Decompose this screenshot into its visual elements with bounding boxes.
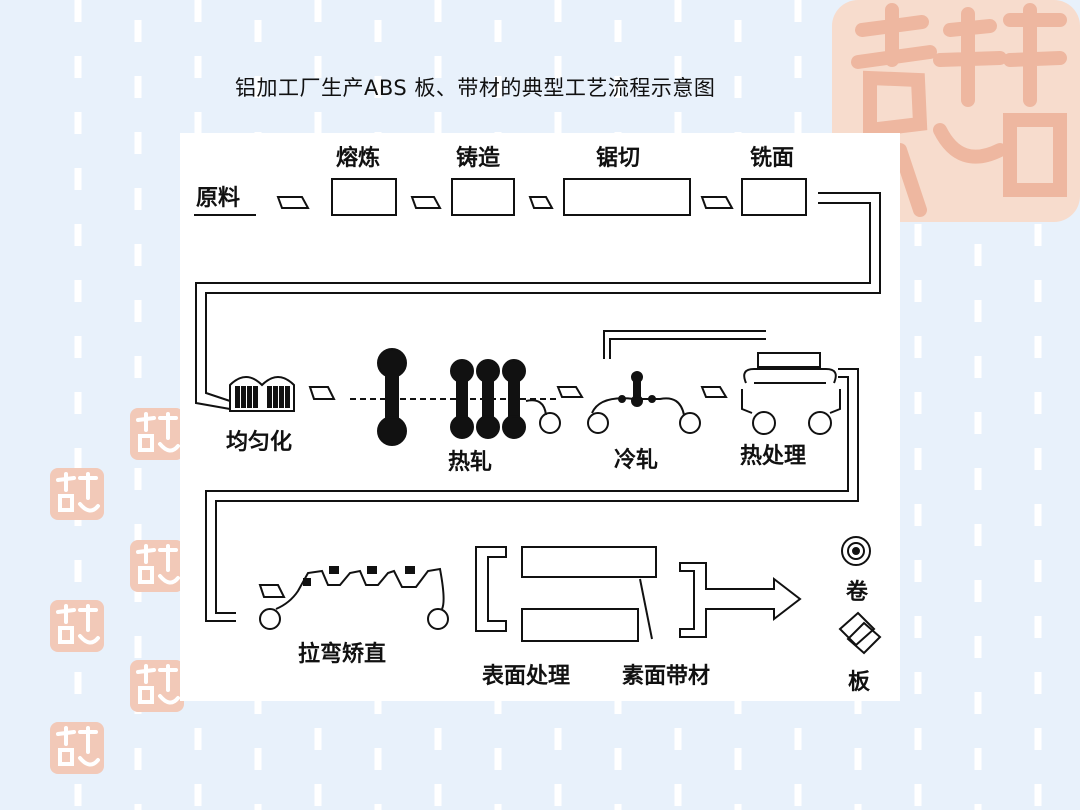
surface-treatment-pointer xyxy=(639,578,653,640)
milling-box xyxy=(741,178,807,216)
cold-rolling-mill-icon xyxy=(587,371,701,434)
label-casting: 铸造 xyxy=(456,145,500,171)
label-sawing: 锯切 xyxy=(596,145,640,171)
output-arrow xyxy=(679,562,802,638)
arrow-sawing-to-milling xyxy=(700,196,734,209)
homogenizing-furnace-icon xyxy=(229,376,295,412)
arrow-hotrolling-to-coldrolling xyxy=(556,386,584,398)
flow-connector-row2-row3 xyxy=(205,368,859,622)
hot-rolling-coiler xyxy=(525,399,547,416)
slide-title: 铝加工厂生产ABS 板、带材的典型工艺流程示意图 xyxy=(235,76,716,100)
label-coil: 卷 xyxy=(845,579,869,605)
arrow-to-straightening xyxy=(258,584,286,598)
surface-treatment-tank-upper xyxy=(521,546,657,578)
label-raw-material: 原料 xyxy=(196,186,240,211)
sawing-box xyxy=(563,178,691,216)
heat-treatment-furnace-icon xyxy=(741,352,841,435)
process-flow-diagram: 原料 熔炼 铸造 锯切 铣面 均匀化 热轧 冷轧 热处理 拉弯矫直 表面处理 素… xyxy=(180,133,900,701)
label-homogenizing: 均匀化 xyxy=(226,429,292,455)
label-straightening: 拉弯矫直 xyxy=(298,641,386,667)
stretch-bend-straightener-icon xyxy=(259,566,449,630)
label-heat-treatment: 热处理 xyxy=(740,443,806,469)
label-milling: 铣面 xyxy=(750,146,794,171)
arrow-melting-to-casting xyxy=(410,196,442,209)
arrow-coldrolling-to-heattreatment xyxy=(700,386,728,398)
auspicious-seal-icon xyxy=(50,468,104,520)
auspicious-seal-icon xyxy=(50,722,104,774)
casting-box xyxy=(451,178,515,216)
coil-icon xyxy=(841,536,871,566)
label-plain-strip: 素面带材 xyxy=(622,663,710,689)
label-cold-rolling: 冷轧 xyxy=(614,447,658,473)
surface-treatment-tank-lower xyxy=(521,608,639,642)
diagram-panel xyxy=(180,133,900,701)
cold-rolling-overhead-bracket xyxy=(603,330,766,359)
arrow-casting-to-sawing xyxy=(528,196,554,209)
seal-small-group xyxy=(50,408,184,774)
arrow-homogenizing-to-hotrolling xyxy=(308,386,336,400)
auspicious-seal-icon xyxy=(50,600,104,652)
sheet-icon xyxy=(838,611,882,655)
flow-connector-row1-row2 xyxy=(195,192,881,410)
arrow-raw-to-melting xyxy=(276,196,310,209)
hot-rolling-mill-icon xyxy=(377,348,526,446)
auspicious-seal-icon xyxy=(130,540,184,592)
label-surface-treatment: 表面处理 xyxy=(482,663,570,689)
surface-treatment-left-bracket xyxy=(475,546,507,632)
hot-rolling-coil xyxy=(539,412,561,434)
auspicious-seal-icon xyxy=(130,408,184,460)
melting-box xyxy=(331,178,397,216)
auspicious-seal-icon xyxy=(130,660,184,712)
label-melting: 熔炼 xyxy=(336,145,380,171)
label-hot-rolling: 热轧 xyxy=(448,449,492,475)
label-sheet: 板 xyxy=(848,670,871,695)
